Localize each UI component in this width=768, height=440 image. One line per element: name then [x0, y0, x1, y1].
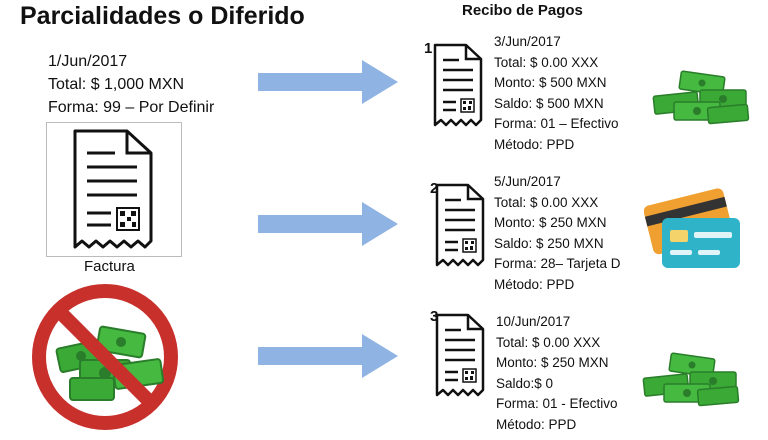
receipt-2-details: 5/Jun/2017 Total: $ 0.00 XXX Monto: $ 25…	[494, 172, 642, 295]
receipt-total: Total: $ 0.00 XXX	[494, 54, 599, 70]
receipt-forma: Forma: 28– Tarjeta D	[494, 256, 621, 271]
credit-card-icon	[644, 188, 740, 268]
factura-label: Factura	[84, 258, 135, 275]
cash-stack-icon	[642, 352, 740, 407]
arrow-right-icon	[258, 202, 398, 246]
receipt-monto: Monto: $ 250 MXN	[496, 355, 609, 370]
receipt-saldo: Saldo: $ 500 MXN	[494, 95, 604, 111]
receipt-date: 10/Jun/2017	[496, 314, 571, 329]
receipt-date: 5/Jun/2017	[494, 174, 561, 189]
invoice-forma: Forma: 99 – Por Definir	[48, 99, 215, 116]
factura-document-icon	[46, 122, 182, 257]
receipt-number: 2	[430, 180, 439, 197]
cash-stack-icon	[652, 70, 750, 125]
receipt-saldo: Saldo: $ 250 MXN	[494, 235, 604, 251]
receipt-metodo: Método: PPD	[494, 136, 575, 152]
receipt-metodo: Método: PPD	[496, 416, 577, 432]
receipts-title: Recibo de Pagos	[462, 2, 583, 19]
receipt-date: 3/Jun/2017	[494, 34, 561, 49]
receipt-3-details: 10/Jun/2017 Total: $ 0.00 XXX Monto: $ 2…	[496, 312, 644, 435]
receipt-metodo: Método: PPD	[494, 276, 575, 292]
arrow-right-icon	[258, 334, 398, 378]
receipt-1-details: 3/Jun/2017 Total: $ 0.00 XXX Monto: $ 50…	[494, 32, 642, 155]
receipt-document-icon	[435, 183, 485, 267]
receipt-total: Total: $ 0.00 XXX	[496, 334, 601, 350]
receipt-document-icon	[433, 43, 483, 127]
receipt-forma: Forma: 01 - Efectivo	[496, 396, 618, 411]
receipt-number: 1	[424, 40, 433, 57]
receipt-number: 3	[430, 308, 439, 325]
receipt-monto: Monto: $ 500 MXN	[494, 75, 607, 90]
invoice-total: Total: $ 1,000 MXN	[48, 76, 185, 93]
arrow-right-icon	[258, 60, 398, 104]
no-cash-icon	[30, 282, 180, 432]
receipt-saldo: Saldo:$ 0	[496, 375, 554, 391]
receipt-forma: Forma: 01 – Efectivo	[494, 116, 619, 131]
invoice-details: 1/Jun/2017 Total: $ 1,000 MXN Forma: 99 …	[48, 50, 214, 119]
page-title: Parcialidades o Diferido	[20, 2, 305, 30]
receipt-document-icon	[435, 313, 485, 397]
invoice-date: 1/Jun/2017	[48, 53, 128, 70]
receipt-total: Total: $ 0.00 XXX	[494, 194, 599, 210]
receipt-monto: Monto: $ 250 MXN	[494, 215, 607, 230]
